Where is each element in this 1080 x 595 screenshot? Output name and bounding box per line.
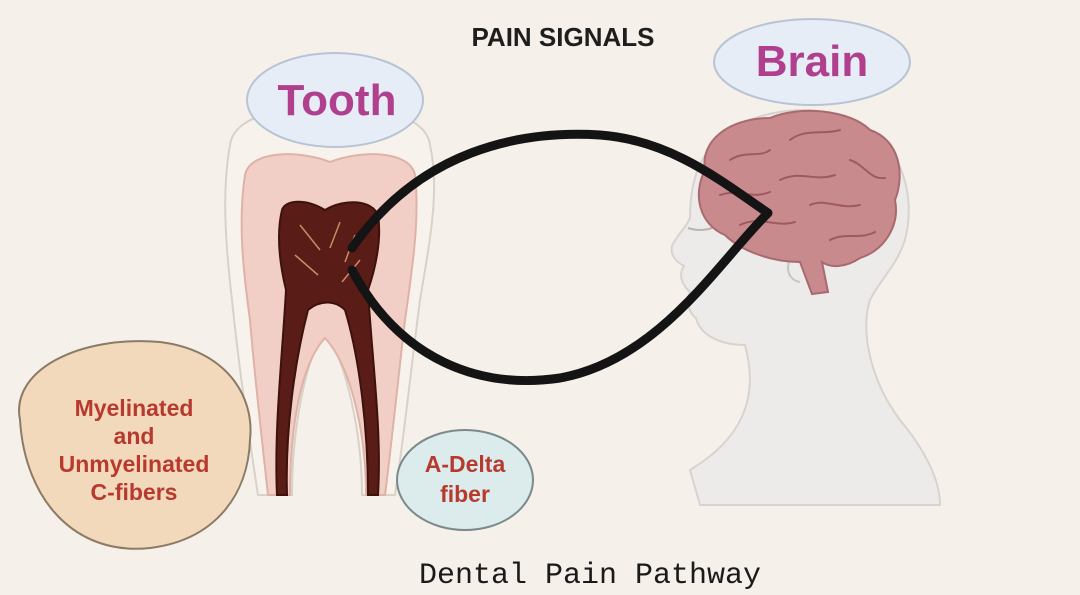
a-delta-line-2: fiber bbox=[440, 481, 490, 507]
tooth-illustration bbox=[224, 110, 436, 496]
diagram-title: PAIN SIGNALS bbox=[472, 22, 655, 52]
brain-illustration bbox=[697, 109, 901, 296]
brain-label: Brain bbox=[756, 37, 868, 86]
a-delta-bubble: A-Delta fiber bbox=[396, 429, 534, 531]
a-delta-line-1: A-Delta bbox=[425, 451, 506, 477]
tooth-label: Tooth bbox=[278, 76, 397, 125]
diagram-caption: Dental Pain Pathway bbox=[419, 559, 761, 593]
pain-signal-pathway bbox=[347, 129, 773, 385]
c-fibers-line-3: Unmyelinated bbox=[59, 451, 210, 477]
c-fibers-line-2: and bbox=[114, 423, 155, 449]
c-fibers-bubble: Myelinated and Unmyelinated C-fibers bbox=[18, 340, 252, 550]
c-fibers-line-4: C-fibers bbox=[91, 479, 178, 505]
brain-label-bubble: Brain bbox=[713, 18, 911, 106]
c-fibers-line-1: Myelinated bbox=[75, 395, 194, 421]
tooth-label-bubble: Tooth bbox=[246, 52, 424, 148]
